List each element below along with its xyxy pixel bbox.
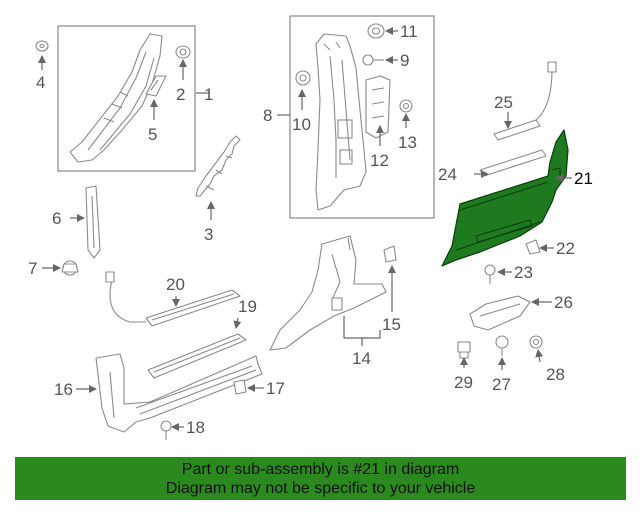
part-29-plug[interactable]	[457, 341, 471, 359]
part-2-clip[interactable]	[175, 45, 191, 59]
callout-25: 25	[494, 93, 513, 112]
callout-3: 3	[204, 225, 213, 244]
part-28-nut[interactable]	[529, 335, 543, 349]
part-18-screw[interactable]	[160, 420, 172, 440]
part-5-bracket[interactable]	[145, 75, 167, 97]
part-7-bolt[interactable]	[61, 260, 79, 276]
callout-16: 16	[54, 380, 73, 399]
part-1-a-pillar-trim[interactable]	[69, 33, 163, 163]
part-23-screw[interactable]	[484, 264, 496, 284]
callout-23: 23	[514, 263, 533, 282]
leader-lines	[38, 27, 572, 431]
part-6-trim-strip[interactable]	[85, 185, 101, 259]
callout-6: 6	[52, 209, 61, 228]
callout-27: 27	[492, 375, 511, 394]
callout-4: 4	[36, 73, 45, 92]
parts-diagram: 4 2 1 5 3 6 7 8 10 11 9 12 13 21 24 25 2…	[28, 15, 593, 440]
callout-2: 2	[176, 85, 185, 104]
info-banner: Part or sub-assembly is #21 in diagram D…	[15, 457, 626, 500]
part-27-clip[interactable]	[495, 335, 509, 356]
part-19-sill-plate[interactable]	[147, 333, 247, 379]
part-12-bracket[interactable]	[365, 75, 391, 139]
part-20-sill-plate[interactable]	[105, 271, 241, 327]
part-11-nut[interactable]	[367, 23, 385, 39]
callout-15: 15	[382, 315, 401, 334]
group-box-8	[289, 15, 435, 219]
part-3-clip-strip[interactable]	[195, 135, 241, 197]
callout-21: 21	[574, 169, 593, 188]
callout-5: 5	[148, 125, 157, 144]
banner-line-2: Diagram may not be specific to your vehi…	[165, 480, 476, 497]
callout-labels: 4 2 1 5 3 6 7 8 10 11 9 12 13 21 24 25 2…	[28, 22, 593, 437]
part-24-sill-strip[interactable]	[479, 149, 547, 177]
callout-22: 22	[556, 239, 575, 258]
callout-18: 18	[186, 418, 205, 437]
part-26-bracket[interactable]	[469, 295, 531, 331]
callout-1: 1	[204, 85, 213, 104]
callout-13: 13	[398, 133, 417, 152]
callout-17: 17	[266, 379, 285, 398]
callout-29: 29	[454, 373, 473, 392]
callout-28: 28	[546, 365, 565, 384]
callout-8: 8	[263, 106, 272, 125]
part-25-sill-strip[interactable]	[493, 61, 557, 141]
part-14-lower-trim[interactable]	[269, 235, 387, 351]
callout-11: 11	[400, 22, 418, 41]
callout-24: 24	[438, 165, 457, 184]
callout-14: 14	[352, 349, 371, 368]
part-16-sill-trim[interactable]	[95, 353, 263, 433]
part-13-clip[interactable]	[399, 99, 413, 113]
banner-line-1: Part or sub-assembly is #21 in diagram	[181, 461, 460, 478]
callout-20: 20	[166, 275, 185, 294]
part-9-screw[interactable]	[362, 54, 384, 66]
part-8-b-pillar-trim[interactable]	[315, 33, 367, 211]
group-box-1	[57, 25, 196, 172]
part-10-grommet[interactable]	[295, 70, 311, 86]
callout-7: 7	[28, 259, 37, 278]
part-21-highlighted[interactable]	[441, 129, 569, 267]
part-17-clip[interactable]	[233, 379, 247, 395]
part-22-clip[interactable]	[525, 239, 541, 255]
callout-12: 12	[370, 151, 389, 170]
callout-19: 19	[238, 297, 257, 316]
callout-26: 26	[554, 293, 573, 312]
part-15-clip[interactable]	[383, 245, 397, 263]
callout-10: 10	[292, 115, 311, 134]
part-4-washer[interactable]	[35, 40, 49, 52]
callout-9: 9	[400, 51, 409, 70]
